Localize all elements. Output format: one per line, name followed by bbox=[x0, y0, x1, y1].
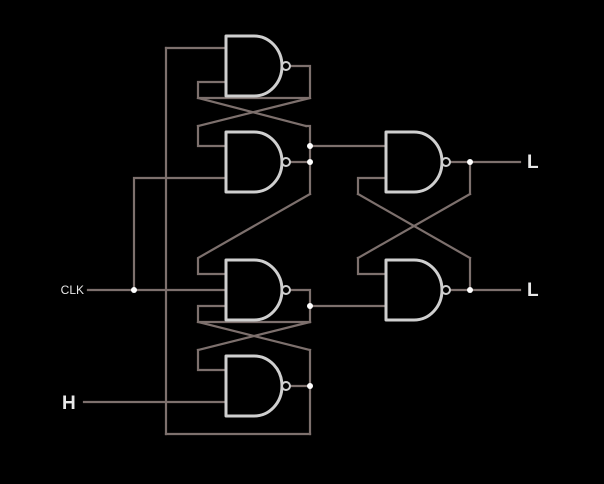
junction-node bbox=[307, 303, 313, 309]
nand-gate-3[interactable] bbox=[224, 258, 291, 322]
wire-g3-loop bbox=[196, 304, 312, 324]
clk-input-label: CLK bbox=[61, 283, 84, 297]
wire-g2-in-a bbox=[196, 124, 228, 148]
wire-g4-in-a bbox=[196, 348, 228, 372]
wire-g1-out bbox=[196, 64, 312, 100]
nand-gate-6[interactable] bbox=[384, 258, 451, 322]
wire-clk-up bbox=[132, 176, 228, 292]
wire-cross-g3-g4-b bbox=[196, 320, 312, 352]
nand-gate-5[interactable] bbox=[384, 130, 451, 194]
junction-node bbox=[307, 143, 313, 149]
data-input-label[interactable]: H bbox=[62, 393, 76, 414]
q-output-label: L bbox=[527, 152, 539, 173]
wire-g2-top-right bbox=[304, 124, 312, 148]
nand-gate-4[interactable] bbox=[224, 354, 291, 418]
nand-gate-1[interactable] bbox=[224, 34, 291, 98]
junction-node bbox=[307, 159, 313, 165]
junction-node bbox=[307, 383, 313, 389]
wire-g6-fb bbox=[356, 256, 388, 276]
wires bbox=[82, 46, 522, 436]
junction-nodes bbox=[131, 143, 473, 389]
wire-cross-g1-g2-b bbox=[196, 96, 312, 128]
nand-gate-2[interactable] bbox=[224, 130, 291, 194]
junction-node bbox=[131, 287, 137, 293]
wire-g5-fb bbox=[356, 176, 388, 196]
wire-g3-out bbox=[288, 288, 312, 324]
junction-node bbox=[467, 159, 473, 165]
wire-cross-out-b bbox=[356, 192, 472, 260]
q-bar-output-label: L bbox=[527, 280, 539, 301]
wire-diag-g2-g3 bbox=[196, 192, 312, 276]
junction-node bbox=[467, 287, 473, 293]
